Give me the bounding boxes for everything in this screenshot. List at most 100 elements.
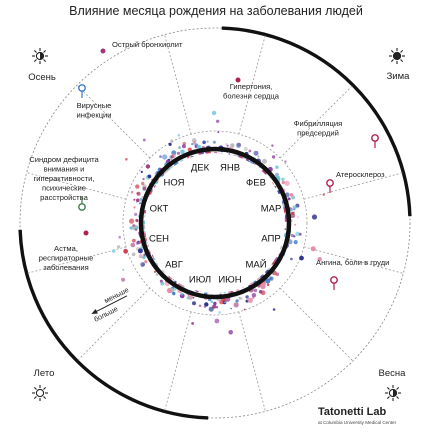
data-dot xyxy=(290,257,293,261)
data-dot xyxy=(215,306,219,309)
data-dot xyxy=(177,133,181,137)
data-dot xyxy=(292,205,297,210)
month-label: АПР xyxy=(261,234,280,245)
data-dot xyxy=(192,301,196,306)
month-label: МАЙ xyxy=(245,259,266,271)
disease-label-line: внимания и xyxy=(44,165,85,174)
month-label: ИЮН xyxy=(218,275,241,286)
disease-label-line: предсердий xyxy=(297,129,339,138)
data-dot xyxy=(137,240,140,243)
disease-label-line: Астма, xyxy=(54,244,78,253)
data-dot xyxy=(122,269,125,271)
data-dot xyxy=(168,142,172,146)
data-dot xyxy=(212,304,217,309)
data-dot xyxy=(262,158,267,164)
data-dot xyxy=(186,296,190,300)
disease-label-line: Гипертония, xyxy=(230,82,273,91)
inner-dashed-circle xyxy=(122,130,308,316)
disease-pin-icon xyxy=(330,276,338,284)
disease-label-line: заболевания xyxy=(43,263,89,272)
disease-pin-icon xyxy=(78,84,86,92)
data-dot xyxy=(281,177,285,181)
data-dot xyxy=(310,246,316,252)
month-label: ЯНВ xyxy=(220,163,240,174)
season-spring: Весна xyxy=(379,368,406,401)
data-dot xyxy=(180,149,185,155)
data-dot xyxy=(155,273,159,276)
data-dot xyxy=(129,226,133,230)
data-dot xyxy=(176,151,181,155)
data-dot xyxy=(311,214,318,220)
month-label: ФЕВ xyxy=(246,178,266,189)
data-dot xyxy=(317,257,322,262)
data-dot xyxy=(193,140,196,143)
disease-label-line: Атеросклероз xyxy=(336,170,385,179)
sun-icon xyxy=(385,385,401,401)
disease-label-line: психические xyxy=(42,184,86,193)
data-dot xyxy=(140,170,143,173)
data-dot xyxy=(191,322,195,325)
data-dot xyxy=(271,144,274,147)
data-dot xyxy=(290,233,294,238)
data-dot xyxy=(226,144,229,147)
diagram-frame xyxy=(18,26,412,420)
data-dot xyxy=(172,291,176,296)
data-dot xyxy=(142,177,145,181)
data-dot xyxy=(297,216,299,219)
data-dot xyxy=(180,292,184,296)
data-dot xyxy=(216,119,220,124)
data-dot xyxy=(173,287,177,291)
data-dot xyxy=(138,202,142,205)
data-dot xyxy=(299,255,304,261)
data-dot xyxy=(245,295,249,299)
data-dot xyxy=(212,140,216,144)
sun-icon xyxy=(389,48,405,64)
month-ring-center xyxy=(145,153,285,293)
data-dot xyxy=(133,206,136,209)
data-dot xyxy=(202,140,206,145)
month-label: НОЯ xyxy=(164,178,185,189)
disease-pin-icon xyxy=(78,203,86,211)
data-dot xyxy=(289,207,293,212)
data-dot xyxy=(141,196,144,198)
data-dot xyxy=(154,271,157,274)
data-dot xyxy=(159,279,163,283)
data-dot xyxy=(160,281,165,286)
sun-icon xyxy=(32,48,48,64)
data-dot xyxy=(187,156,190,159)
data-dot xyxy=(198,304,202,308)
disease-hypertension: Гипертония,болезни сердца xyxy=(223,77,280,101)
data-dot xyxy=(178,146,181,150)
data-dot xyxy=(187,147,192,152)
data-dot xyxy=(295,231,300,237)
data-dot xyxy=(218,311,222,314)
data-dot xyxy=(235,299,239,303)
disease-label-line: гиперактивности, xyxy=(34,174,95,183)
data-dot xyxy=(295,203,300,208)
data-dot xyxy=(224,301,227,304)
disease-label-line: болезни сердца xyxy=(223,92,280,101)
month-label: ИЮЛ xyxy=(189,275,211,286)
data-dot xyxy=(211,110,217,116)
data-dot xyxy=(142,255,146,260)
data-dot xyxy=(143,253,146,257)
data-dot xyxy=(138,254,143,259)
data-dot xyxy=(181,144,186,149)
data-dot xyxy=(134,225,139,230)
data-dot xyxy=(257,155,260,158)
season-label: Осень xyxy=(28,72,56,83)
data-dot xyxy=(116,245,121,249)
data-dot xyxy=(162,154,168,160)
data-dot xyxy=(275,272,280,277)
data-dot xyxy=(111,249,116,254)
month-label: СЕН xyxy=(149,234,169,245)
data-dot xyxy=(196,144,201,150)
data-dot xyxy=(191,142,194,146)
data-dot xyxy=(130,242,136,248)
